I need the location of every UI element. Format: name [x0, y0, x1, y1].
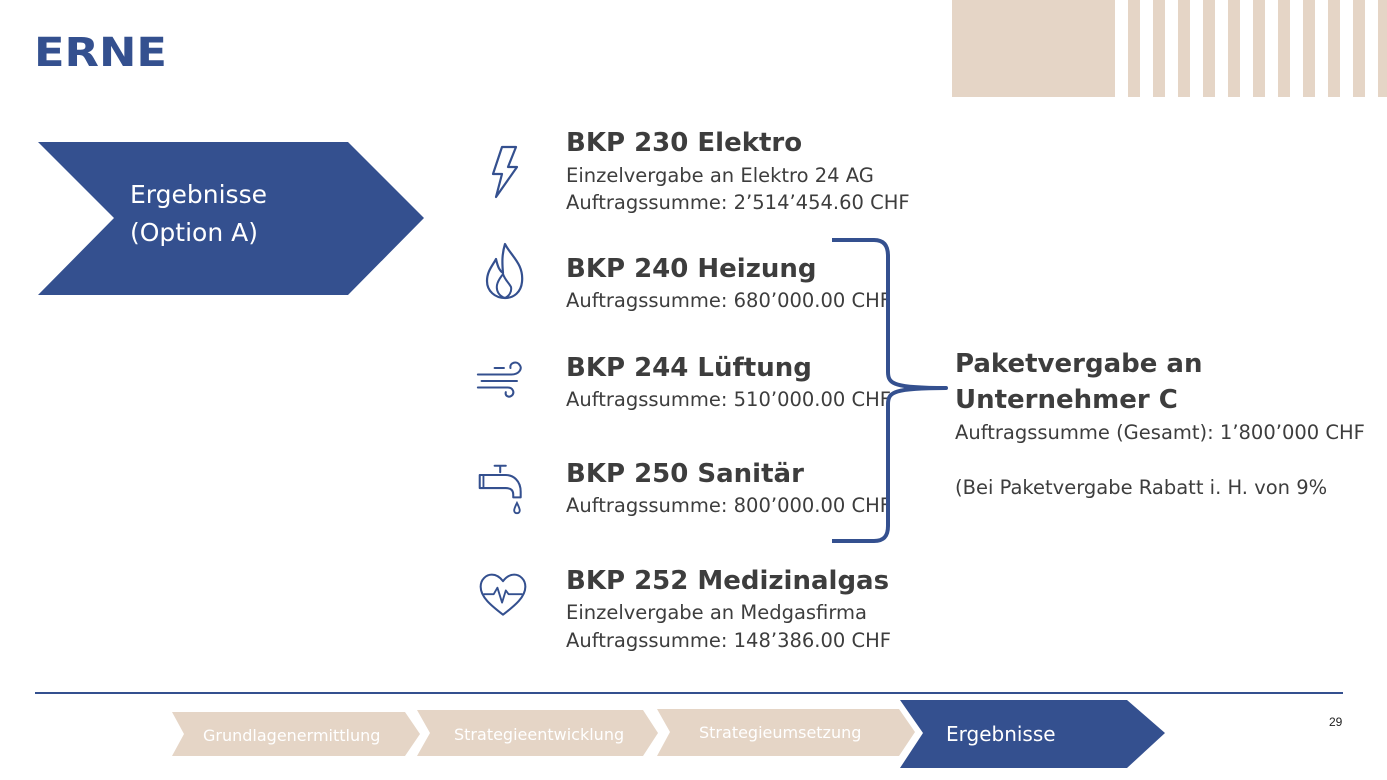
process-step-shape-1	[172, 712, 420, 756]
heartbeat-icon	[479, 573, 527, 616]
item-line-sanitaer-1: Auftragssumme: 800’000.00 CHF	[566, 494, 891, 517]
footer-divider	[35, 692, 1343, 694]
item-title-heizung: BKP 240 Heizung	[566, 254, 817, 284]
process-step-strategieumsetzung[interactable]: Strategieumsetzung	[699, 723, 862, 742]
logo-text: ERNE	[34, 30, 167, 72]
package-sum: Auftragssumme (Gesamt): 1’800’000 CHF	[955, 421, 1365, 444]
page-number: 29	[1329, 715, 1343, 729]
erne-logo: ERNE	[34, 30, 167, 72]
item-line-heizung-1: Auftragssumme: 680’000.00 CHF	[566, 289, 891, 312]
item-title-sanitaer: BKP 250 Sanitär	[566, 459, 804, 489]
process-step-grundlagenermittlung[interactable]: Grundlagenermittlung	[203, 726, 381, 745]
wind-icon	[476, 361, 522, 398]
item-line-lueftung-1: Auftragssumme: 510’000.00 CHF	[566, 388, 891, 411]
process-step-shape-3	[657, 709, 915, 756]
process-nav	[172, 700, 1165, 768]
process-step-shape-2	[417, 710, 658, 756]
section-chevron	[38, 142, 424, 295]
lightning-icon	[491, 145, 519, 199]
item-title-elektro: BKP 230 Elektro	[566, 128, 803, 158]
flame-icon	[485, 242, 524, 300]
package-discount: (Bei Paketvergabe Rabatt i. H. von 9%	[955, 476, 1328, 499]
section-title-line1: Ergebnisse	[130, 180, 267, 209]
item-line-elektro-2: Auftragssumme: 2’514’454.60 CHF	[566, 191, 910, 214]
package-title: Paketvergabe an Unternehmer C	[955, 349, 1203, 415]
item-line-medizinalgas-1: Einzelvergabe an Medgasfirma	[566, 601, 867, 624]
item-title-medizinalgas: BKP 252 Medizinalgas	[566, 566, 890, 596]
decorative-stripes	[952, 0, 1387, 97]
section-title: Ergebnisse (Option A)	[130, 176, 267, 252]
process-step-shape-4	[900, 700, 1165, 768]
section-title-line2: (Option A)	[130, 218, 258, 247]
item-title-lueftung: BKP 244 Lüftung	[566, 353, 812, 383]
process-step-strategieentwicklung[interactable]: Strategieentwicklung	[454, 725, 625, 744]
process-step-ergebnisse[interactable]: Ergebnisse	[946, 722, 1056, 746]
grouping-bracket	[832, 238, 948, 543]
item-line-elektro-1: Einzelvergabe an Elektro 24 AG	[566, 164, 874, 187]
item-line-medizinalgas-2: Auftragssumme: 148’386.00 CHF	[566, 629, 891, 652]
faucet-icon	[478, 464, 522, 515]
